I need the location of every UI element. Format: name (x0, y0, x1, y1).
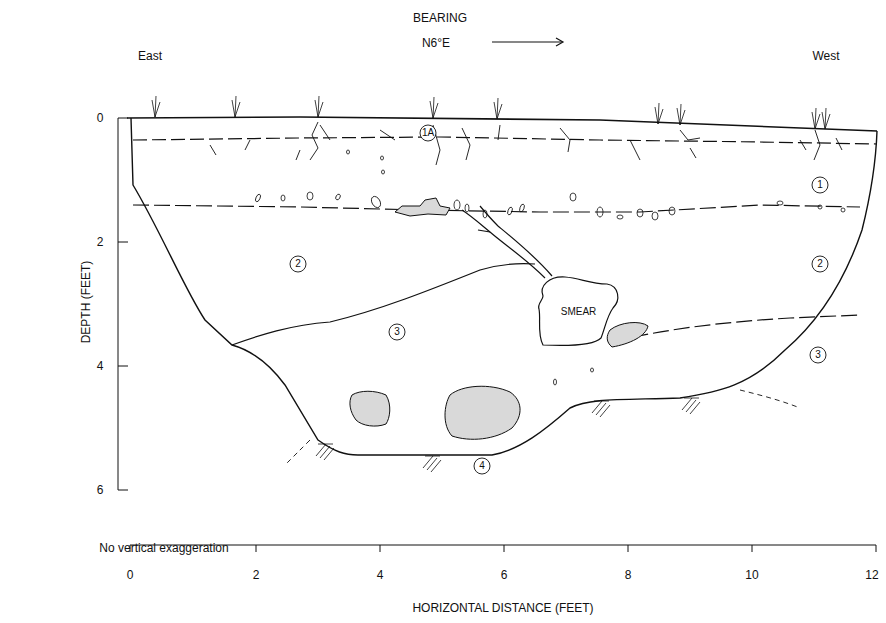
callout-number: 3 (394, 327, 400, 337)
distance-tick: 0 (127, 569, 134, 581)
distance-tick: 2 (253, 569, 260, 581)
scale-note: No vertical exaggeration (99, 542, 228, 554)
smear-zone: SMEAR (535, 274, 622, 348)
depth-tick: 6 (97, 484, 104, 496)
callout-number: 1A (422, 128, 434, 138)
axis-title: DEPTH (FEET) (80, 261, 92, 344)
distance-tick: 6 (501, 569, 508, 581)
callout-number: 3 (815, 350, 821, 360)
callout-number: 1 (817, 180, 823, 190)
bearing-label: BEARING (413, 12, 467, 24)
distance-tick: 12 (865, 569, 878, 581)
direction-label: West (812, 50, 839, 62)
depth-tick: 0 (97, 112, 104, 124)
zone-label: SMEAR (561, 306, 597, 317)
bearing-value: N6°E (422, 37, 450, 49)
depth-tick: 4 (97, 360, 104, 372)
depth-tick: 2 (97, 236, 104, 248)
distance-tick: 10 (745, 569, 758, 581)
distance-tick: 4 (377, 569, 384, 581)
axis-title: HORIZONTAL DISTANCE (FEET) (412, 602, 593, 614)
callout-number: 4 (479, 461, 485, 471)
distance-tick: 8 (625, 569, 632, 581)
callout-number: 2 (817, 259, 823, 269)
direction-label: East (138, 50, 162, 62)
callout-number: 2 (295, 259, 301, 269)
